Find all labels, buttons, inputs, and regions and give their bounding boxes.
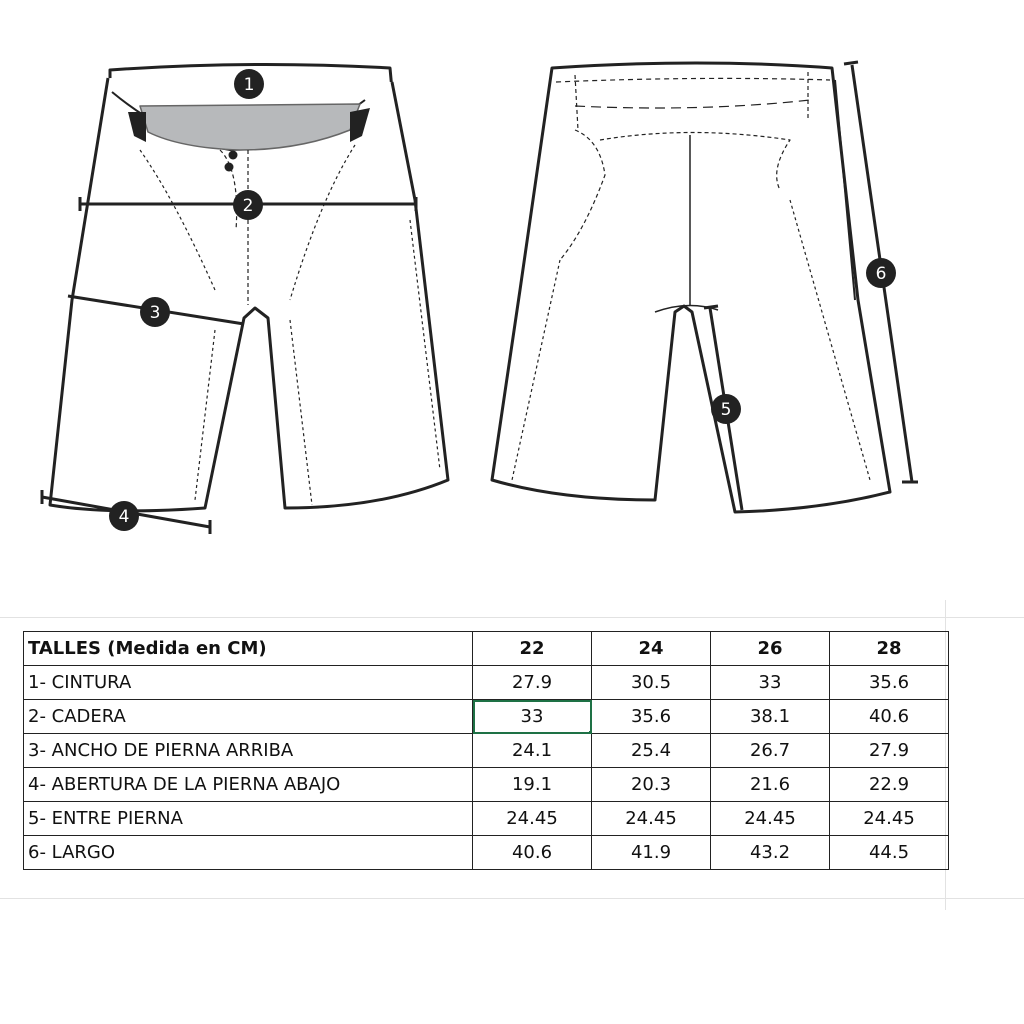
measurement-value-cell[interactable]: 24.45 — [710, 801, 830, 836]
header-label-cell[interactable]: TALLES (Medida en CM) — [23, 631, 473, 666]
measurement-label-cell[interactable]: 5- ENTRE PIERNA — [23, 801, 473, 836]
header-size-cell[interactable]: 22 — [472, 631, 592, 666]
measurement-value-cell[interactable]: 24.1 — [472, 733, 592, 768]
measurement-value-cell[interactable]: 27.9 — [472, 665, 592, 700]
measurement-value-cell[interactable]: 24.45 — [472, 801, 592, 836]
header-size-cell[interactable]: 28 — [829, 631, 949, 666]
shorts-measurement-diagram: 1 2 3 4 5 6 — [40, 60, 918, 534]
measurement-marker-4: 4 — [109, 501, 139, 531]
measurement-value-cell[interactable]: 25.4 — [591, 733, 711, 768]
measurement-value-cell[interactable]: 27.9 — [829, 733, 949, 768]
measurement-value-cell[interactable]: 30.5 — [591, 665, 711, 700]
measurement-value-cell[interactable]: 44.5 — [829, 835, 949, 870]
header-size-cell[interactable]: 24 — [591, 631, 711, 666]
measurement-marker-1: 1 — [234, 69, 264, 99]
sheet-gridline — [0, 617, 1024, 618]
measurement-marker-2: 2 — [233, 190, 263, 220]
measurement-value-cell[interactable]: 24.45 — [591, 801, 711, 836]
measurement-marker-6: 6 — [866, 258, 896, 288]
marker-number: 3 — [150, 303, 161, 323]
measurement-label-cell[interactable]: 4- ABERTURA DE LA PIERNA ABAJO — [23, 767, 473, 802]
spreadsheet-area: TALLES (Medida en CM) 22 24 26 28 1- CIN… — [0, 600, 1024, 920]
measurement-value-cell[interactable]: 40.6 — [472, 835, 592, 870]
shorts-back-view — [490, 61, 892, 514]
button-dot — [224, 162, 234, 172]
measurement-value-cell[interactable]: 19.1 — [472, 767, 592, 802]
marker-number: 2 — [243, 196, 254, 216]
size-chart-table: TALLES (Medida en CM) 22 24 26 28 1- CIN… — [23, 631, 949, 870]
marker-number: 5 — [721, 400, 732, 420]
measurement-value-cell[interactable]: 40.6 — [829, 699, 949, 734]
measurement-label-cell[interactable]: 2- CADERA — [23, 699, 473, 734]
measurement-value-cell[interactable]: 21.6 — [710, 767, 830, 802]
measurement-value-cell[interactable]: 26.7 — [710, 733, 830, 768]
measurement-label-cell[interactable]: 1- CINTURA — [23, 665, 473, 700]
measurement-value-cell[interactable]: 35.6 — [829, 665, 949, 700]
button-dot — [228, 150, 238, 160]
measurement-value-cell[interactable]: 33 — [710, 665, 830, 700]
measurement-value-cell[interactable]: 22.9 — [829, 767, 949, 802]
measurement-label-cell[interactable]: 6- LARGO — [23, 835, 473, 870]
measurement-label-cell[interactable]: 3- ANCHO DE PIERNA ARRIBA — [23, 733, 473, 768]
marker-number: 4 — [119, 507, 130, 527]
measurement-value-cell[interactable]: 38.1 — [710, 699, 830, 734]
measurement-value-cell[interactable]: 20.3 — [591, 767, 711, 802]
sheet-gridline — [0, 898, 1024, 899]
measurement-marker-5: 5 — [711, 394, 741, 424]
measurement-value-cell[interactable]: 24.45 — [829, 801, 949, 836]
marker-number: 1 — [244, 75, 255, 95]
shorts-front-view — [48, 62, 450, 513]
table-header-row: TALLES (Medida en CM) 22 24 26 28 — [23, 631, 949, 666]
measurement-value-cell[interactable]: 35.6 — [591, 699, 711, 734]
measurement-marker-3: 3 — [140, 297, 170, 327]
header-size-cell[interactable]: 26 — [710, 631, 830, 666]
marker-number: 6 — [876, 264, 887, 284]
measurement-value-cell[interactable]: 41.9 — [591, 835, 711, 870]
measurement-value-cell[interactable]: 43.2 — [710, 835, 830, 870]
measurement-value-cell[interactable]: 33 — [472, 699, 592, 734]
